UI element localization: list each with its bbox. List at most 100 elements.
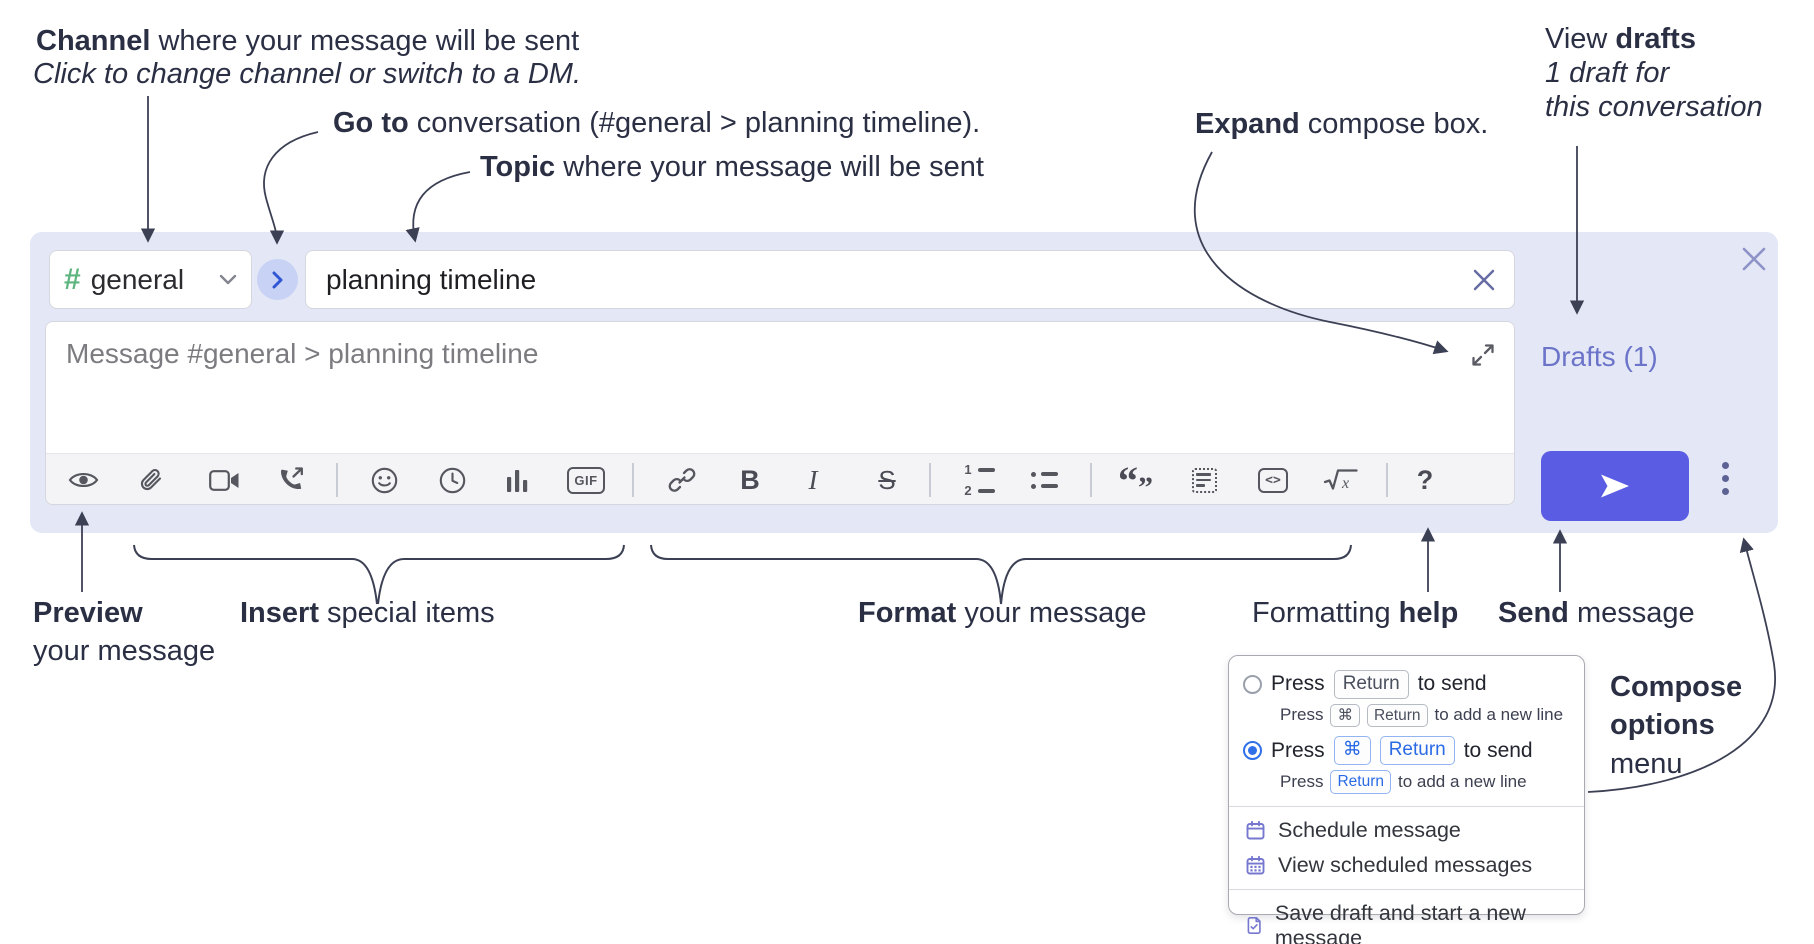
math-icon[interactable]: x xyxy=(1320,455,1362,505)
annotation-topic-rest: where your message will be sent xyxy=(555,151,984,183)
annotation-send: Send message xyxy=(1498,596,1695,630)
code-icon[interactable]: <> xyxy=(1253,455,1293,505)
annotation-view-drafts-pre: View xyxy=(1545,23,1616,55)
popup-option1-subtext: Press ⌘ Return to add a new line xyxy=(1229,702,1584,734)
menu-item-label: Schedule message xyxy=(1278,817,1461,842)
expand-compose-icon[interactable] xyxy=(1470,342,1496,368)
message-compose-box xyxy=(45,321,1515,505)
popup-option2-after: to send xyxy=(1463,738,1533,762)
toolbar-divider xyxy=(1090,463,1092,497)
popup-option1-sub-press: Press xyxy=(1280,705,1324,725)
annotation-preview-bold: Preview xyxy=(33,597,143,629)
bold-icon[interactable]: B xyxy=(732,455,768,505)
add-poll-icon[interactable] xyxy=(499,455,535,505)
return-keycap: Return xyxy=(1366,703,1428,728)
add-global-time-icon[interactable] xyxy=(434,455,470,505)
drafts-link[interactable]: Drafts (1) xyxy=(1541,341,1658,372)
close-compose-icon[interactable] xyxy=(1740,245,1768,273)
bulleted-list-icon[interactable] xyxy=(1024,455,1064,505)
spoiler-icon[interactable] xyxy=(1186,455,1222,505)
annotation-expand: Expand compose box. xyxy=(1195,107,1488,141)
message-input[interactable] xyxy=(46,322,1514,452)
annotation-view-drafts-bold: drafts xyxy=(1615,23,1696,55)
help-label: ? xyxy=(1416,464,1434,495)
menu-item-label: Save draft and start a new message xyxy=(1274,900,1526,944)
annotation-topic: Topic where your message will be sent xyxy=(480,150,984,184)
annotation-goto-bold: Go to xyxy=(333,107,409,139)
annotation-send-rest: message xyxy=(1568,597,1695,629)
numbered-list-1: 1 xyxy=(964,462,972,477)
add-gif-icon[interactable]: GIF xyxy=(563,455,609,505)
popup-option-enter-send[interactable]: Press Return to send xyxy=(1229,667,1584,702)
go-to-conversation-button[interactable] xyxy=(257,259,298,300)
annotation-insert: Insert special items xyxy=(240,596,495,630)
menu-item-save-draft[interactable]: Save draft and start a new message xyxy=(1229,896,1584,944)
annotation-channel-rest: where your message will be sent xyxy=(150,25,580,57)
svg-text:x: x xyxy=(1341,475,1349,492)
quote-icon[interactable]: “” xyxy=(1116,455,1156,505)
return-keycap: Return xyxy=(1333,670,1409,699)
annotation-compose-options-line2: options xyxy=(1610,709,1715,742)
topic-field xyxy=(305,250,1515,309)
annotation-channel-bold: Channel xyxy=(36,25,151,57)
add-emoji-icon[interactable] xyxy=(366,455,402,505)
arrow-to-goto-button xyxy=(263,131,319,245)
calendar-grid-icon xyxy=(1246,855,1265,875)
italic-icon[interactable]: I xyxy=(795,455,831,505)
formatting-help-icon[interactable]: ? xyxy=(1407,455,1443,505)
code-label: <> xyxy=(1258,467,1288,493)
channel-name: general xyxy=(90,263,185,295)
popup-option2-sub-press: Press xyxy=(1280,771,1324,791)
send-button[interactable] xyxy=(1541,451,1689,521)
clear-topic-icon[interactable] xyxy=(1472,268,1496,292)
calendar-icon xyxy=(1246,820,1265,840)
link-icon[interactable] xyxy=(664,455,700,505)
chevron-down-icon xyxy=(219,274,237,285)
radio-selected-icon[interactable] xyxy=(1243,741,1262,761)
toolbar-divider xyxy=(632,463,634,497)
gif-label: GIF xyxy=(567,466,605,494)
annotation-preview-line2: your message xyxy=(33,635,216,667)
compose-toolbar xyxy=(46,453,1514,504)
menu-item-schedule-message[interactable]: Schedule message xyxy=(1229,813,1584,848)
chevron-right-icon xyxy=(272,271,283,288)
voice-call-icon[interactable] xyxy=(273,455,309,505)
annotation-expand-bold: Expand xyxy=(1195,108,1300,140)
annotation-format-rest: your message xyxy=(956,597,1147,629)
channel-selector[interactable]: # general xyxy=(49,250,252,309)
annotation-compose-options: Compose options menu xyxy=(1610,668,1742,783)
cmd-keycap-blue: ⌘ xyxy=(1333,736,1371,765)
compose-options-icon[interactable] xyxy=(1718,462,1732,495)
compose-options-popup: Press Return to send Press ⌘ Return to a… xyxy=(1228,655,1585,944)
menu-item-label: View scheduled messages xyxy=(1278,852,1533,877)
annotation-view-drafts: View drafts 1 draft for this conversatio… xyxy=(1545,22,1763,125)
annotation-view-drafts-line1: View drafts xyxy=(1545,22,1763,56)
strikethrough-icon[interactable]: S xyxy=(869,455,905,505)
popup-option-cmd-enter-send[interactable]: Press ⌘ Return to send xyxy=(1229,733,1584,768)
annotation-insert-rest: special items xyxy=(318,597,495,629)
attach-file-icon[interactable] xyxy=(133,455,169,505)
return-keycap-blue: Return xyxy=(1379,736,1455,765)
annotation-compose-options-line3: menu xyxy=(1610,747,1683,780)
toolbar-divider xyxy=(929,463,931,497)
toolbar-divider xyxy=(336,463,338,497)
annotation-topic-bold: Topic xyxy=(480,151,556,183)
preview-eye-icon[interactable] xyxy=(65,455,101,505)
annotation-insert-bold: Insert xyxy=(240,597,319,629)
radio-unselected-icon[interactable] xyxy=(1243,674,1262,694)
annotation-format: Format your message xyxy=(858,596,1147,630)
annotation-expand-rest: compose box. xyxy=(1299,108,1489,140)
popup-divider xyxy=(1229,888,1584,890)
arrow-to-topic xyxy=(405,171,471,243)
annotation-view-drafts-line2: 1 draft for xyxy=(1545,57,1670,90)
video-call-icon[interactable] xyxy=(204,455,244,505)
cmd-keycap: ⌘ xyxy=(1330,703,1360,728)
annotation-help-bold: help xyxy=(1398,597,1459,629)
annotation-help-pre: Formatting xyxy=(1252,597,1399,629)
topic-input[interactable] xyxy=(324,262,1472,297)
annotation-channel-sub: Click to change channel or switch to a D… xyxy=(33,58,582,90)
popup-option1-after: to send xyxy=(1417,672,1487,696)
annotation-preview: Preview xyxy=(33,596,143,630)
menu-item-view-scheduled[interactable]: View scheduled messages xyxy=(1229,848,1584,883)
numbered-list-icon[interactable]: 1 2 xyxy=(957,455,1001,505)
